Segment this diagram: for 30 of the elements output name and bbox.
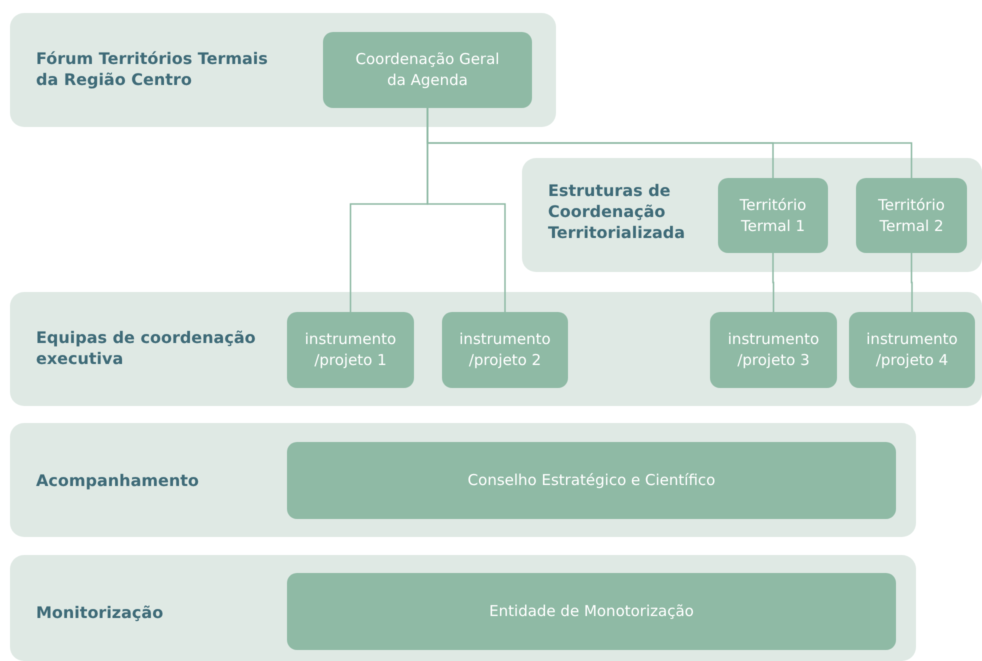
org-box bbox=[718, 178, 828, 253]
group-heading: Acompanhamento bbox=[36, 470, 200, 491]
box-label: Conselho Estratégico e Científico bbox=[466, 470, 716, 491]
group-band bbox=[10, 555, 916, 661]
box-label: Coordenação Geral da Agenda bbox=[354, 49, 500, 91]
org-box bbox=[856, 178, 967, 253]
box-label: Território Termal 2 bbox=[877, 194, 946, 236]
org-box bbox=[287, 573, 896, 650]
org-box bbox=[287, 312, 414, 388]
box-label: instrumento /projeto 2 bbox=[458, 329, 552, 371]
group-band bbox=[522, 158, 982, 272]
org-box bbox=[323, 32, 532, 108]
connector-line bbox=[910, 253, 913, 312]
box-label: Território Termal 1 bbox=[738, 194, 808, 236]
box-label: Entidade de Monotorização bbox=[488, 601, 695, 622]
group-heading: Monitorização bbox=[36, 602, 164, 623]
box-label: instrumento /projeto 4 bbox=[865, 329, 959, 371]
box-label: instrumento /projeto 3 bbox=[726, 329, 820, 371]
group-band bbox=[10, 13, 556, 127]
group-heading: Fórum Territórios Termais da Região Centro bbox=[36, 48, 269, 90]
org-box bbox=[710, 312, 837, 388]
org-box bbox=[287, 442, 896, 519]
group-heading: Equipas de coordenação executiva bbox=[36, 327, 257, 369]
box-label: instrumento /projeto 1 bbox=[304, 329, 398, 371]
group-band bbox=[10, 423, 916, 537]
org-box bbox=[442, 312, 568, 388]
connector-line bbox=[772, 253, 774, 312]
group-heading: Estruturas de Coordenação Territorializada bbox=[548, 180, 686, 243]
group-band bbox=[10, 292, 982, 406]
org-box bbox=[849, 312, 975, 388]
